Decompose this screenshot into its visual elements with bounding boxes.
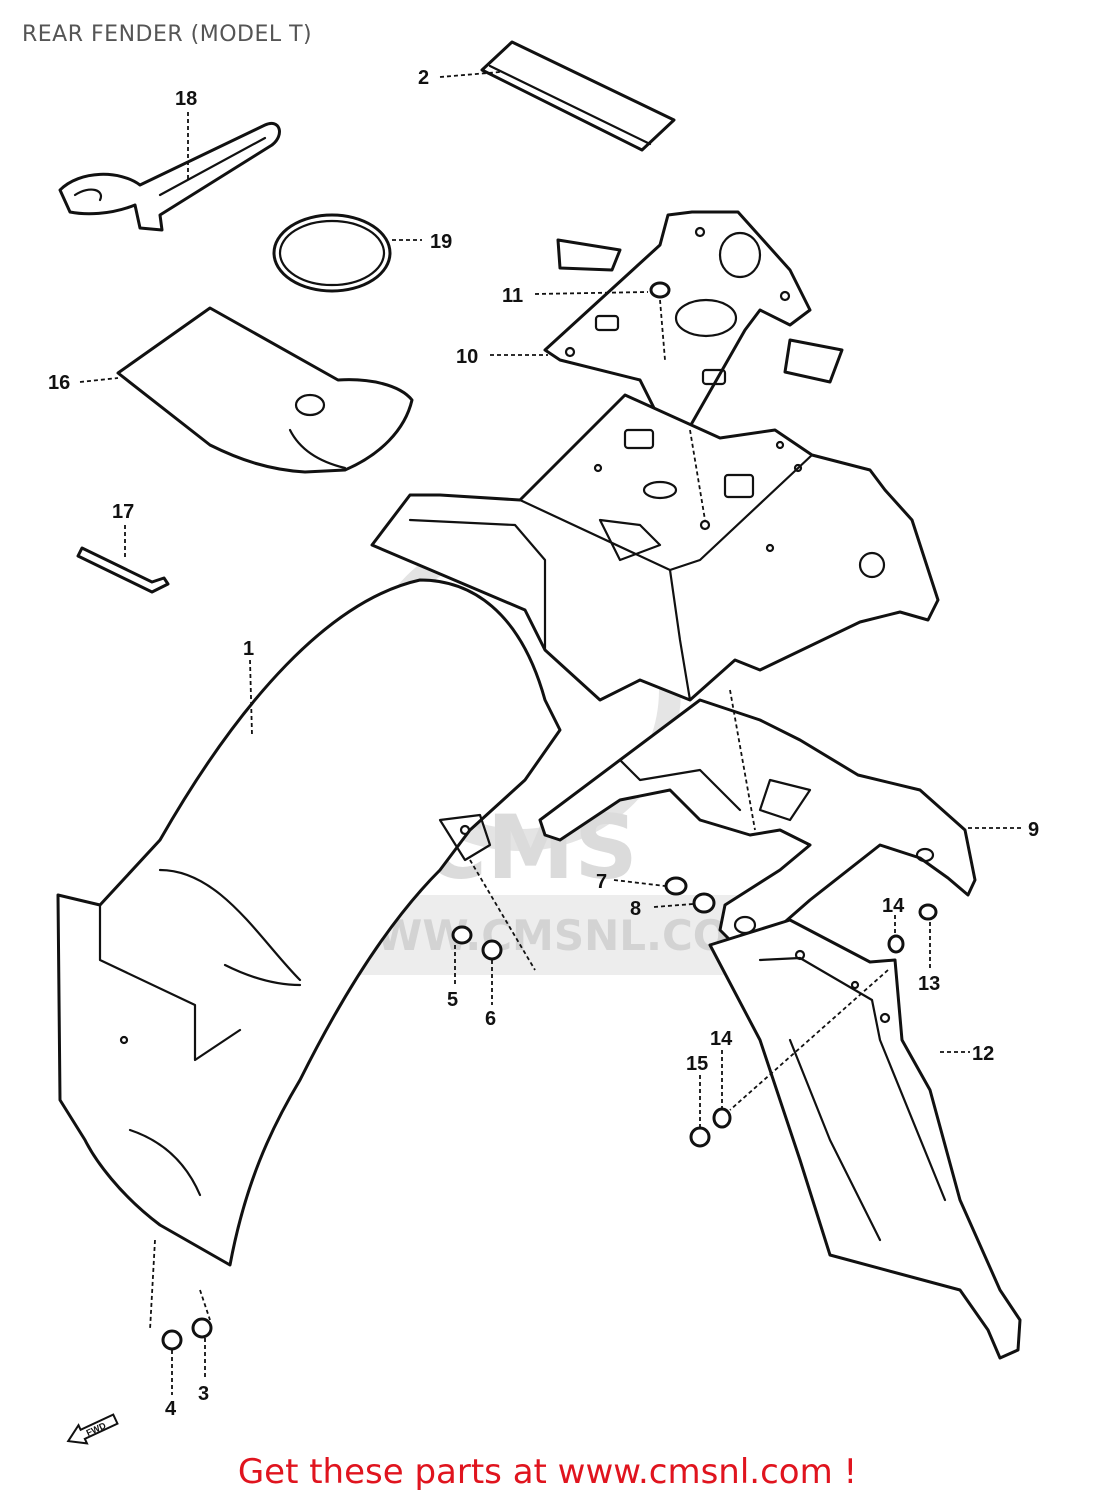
watermark-url-text: WWW.CMSNL.COM [330,911,771,960]
callout-8: 8 [630,898,641,920]
part-2-strip[interactable] [480,40,676,152]
part-8-washer[interactable] [692,892,716,914]
callout-11: 11 [502,285,523,307]
part-17-hex-key[interactable] [76,546,170,594]
part-10-upper-bracket[interactable] [543,210,844,432]
part-5-bolt[interactable] [451,925,473,945]
page-title: REAR FENDER (MODEL T) [22,22,313,47]
part-16-tool-bag[interactable] [116,306,414,474]
part-18-spanner[interactable] [58,121,281,232]
callout-14-upper: 14 [882,895,905,917]
part-1-rear-fender[interactable] [56,578,562,1267]
callout-numbers: 1 2 3 4 5 6 7 8 9 10 11 12 13 14 14 15 1… [48,67,1039,1420]
part-7-bolt[interactable] [664,876,688,896]
part-11-bolt[interactable] [649,281,671,361]
callout-7: 7 [596,871,607,893]
assembly-leader-lines [149,429,889,1331]
callout-5: 5 [447,989,458,1011]
part-15-nut[interactable] [689,1126,711,1148]
callout-15: 15 [686,1053,708,1075]
part-14-washer-upper[interactable] [887,934,905,954]
callout-13: 13 [918,973,940,995]
callout-6: 6 [485,1008,496,1030]
part-6-washer[interactable] [481,939,503,961]
part-4-washer[interactable] [161,1329,183,1351]
front-direction-arrow-icon: FWD [66,1413,119,1445]
callout-10: 10 [456,346,478,368]
rear-frame-assembly [370,393,940,702]
callout-3: 3 [198,1383,209,1405]
callout-leaders [79,71,1022,1395]
part-19-ring[interactable] [272,213,392,293]
callout-1: 1 [243,638,254,660]
footer-parts-link[interactable]: Get these parts at www.cmsnl.com ! [237,1452,858,1492]
callout-16: 16 [48,372,70,394]
callout-14-lower: 14 [710,1028,733,1050]
callout-19: 19 [430,231,452,253]
callout-9: 9 [1028,819,1039,841]
callout-17: 17 [112,501,134,523]
callout-12: 12 [972,1043,994,1065]
part-9-bracket[interactable] [538,698,977,952]
callout-2: 2 [418,67,429,89]
part-14-washer-lower[interactable] [712,1107,732,1129]
part-12-mudguard-extension[interactable] [708,918,1022,1360]
part-3-bolt[interactable] [191,1317,213,1339]
part-13-bolt[interactable] [918,903,938,921]
callout-18: 18 [175,88,197,110]
callout-4: 4 [165,1398,177,1420]
